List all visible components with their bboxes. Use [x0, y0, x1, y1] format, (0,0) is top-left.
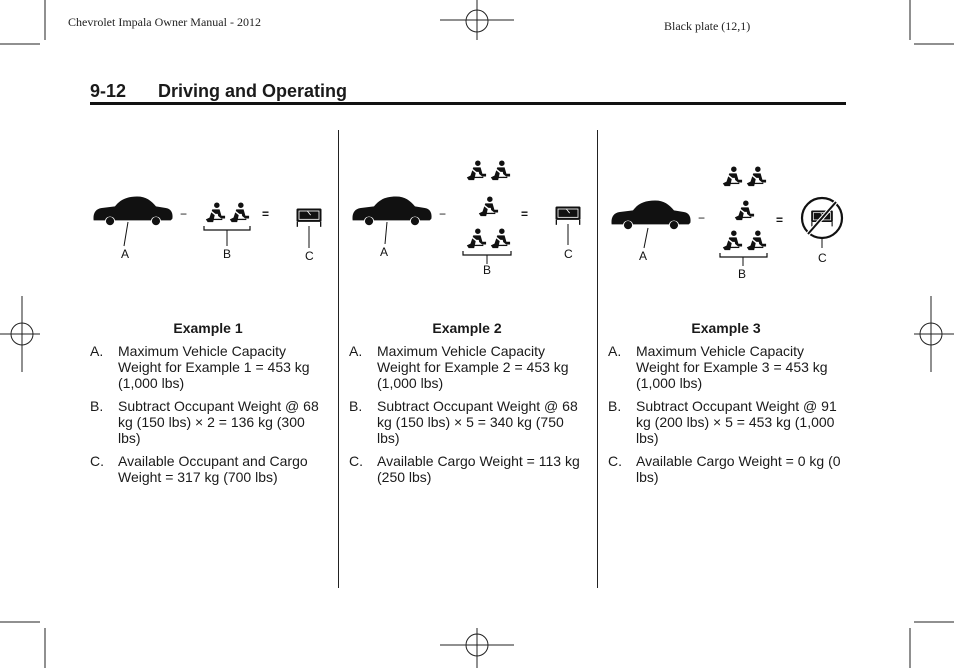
list-item: A.Maximum Vehicle Capacity Weight for Ex…	[349, 343, 569, 391]
seated-occupant-icon	[490, 228, 511, 249]
seated-occupant-icon	[478, 196, 499, 217]
section-title: Driving and Operating	[158, 81, 348, 101]
plate-label: Black plate (12,1)	[664, 19, 751, 33]
minus-sign: −	[439, 207, 446, 221]
seated-occupant-icon	[205, 202, 226, 223]
example-2-text: Example 2 A.Maximum Vehicle Capacity Wei…	[349, 320, 589, 492]
car-silhouette-icon	[352, 196, 432, 226]
list-item: B.Subtract Occupant Weight @ 68 kg (150 …	[349, 398, 578, 446]
seated-occupant-icon	[466, 228, 487, 249]
minus-sign: −	[698, 211, 705, 225]
list-item: C.Available Occupant and Cargo Weight = …	[90, 453, 308, 485]
seated-occupant-icon	[722, 230, 743, 251]
equals-sign: =	[521, 207, 528, 221]
seated-occupant-icon	[229, 202, 250, 223]
luggage-icon	[295, 207, 323, 228]
label-b: B	[483, 263, 491, 277]
car-silhouette-icon	[93, 196, 173, 226]
example-title: Example 3	[691, 320, 761, 336]
label-c: C	[818, 251, 827, 265]
label-c: C	[564, 247, 573, 261]
example-title: Example 2	[432, 320, 502, 336]
list-item: A.Maximum Vehicle Capacity Weight for Ex…	[90, 343, 310, 391]
list-item: B.Subtract Occupant Weight @ 91 kg (200 …	[608, 398, 837, 446]
label-a: A	[121, 247, 129, 261]
list-item: C.Available Cargo Weight = 0 kg (0 lbs)	[608, 453, 841, 485]
no-cargo-icon	[800, 196, 844, 240]
seated-occupant-icon	[746, 230, 767, 251]
list-item: C.Available Cargo Weight = 113 kg (250 l…	[349, 453, 580, 485]
equals-sign: =	[776, 213, 783, 227]
list-item: B.Subtract Occupant Weight @ 68 kg (150 …	[90, 398, 319, 446]
column-divider	[597, 130, 598, 588]
luggage-icon	[554, 205, 582, 226]
example-1-diagram: − = A B C	[93, 196, 323, 263]
equals-sign: =	[262, 207, 269, 221]
list-item: A.Maximum Vehicle Capacity Weight for Ex…	[608, 343, 828, 391]
label-a: A	[380, 245, 388, 259]
seated-occupant-icon	[746, 166, 767, 187]
seated-occupant-icon	[722, 166, 743, 187]
seated-occupant-icon	[734, 200, 755, 221]
label-c: C	[305, 249, 314, 263]
example-3-diagram: − = A B C	[611, 166, 844, 281]
seated-occupant-icon	[466, 160, 487, 181]
example-title: Example 1	[173, 320, 243, 336]
header-rule	[90, 102, 846, 105]
page-number: 9-12	[90, 81, 127, 101]
column-divider	[338, 130, 339, 588]
example-3-text: Example 3 A.Maximum Vehicle Capacity Wei…	[608, 320, 848, 492]
example-1-text: Example 1 A.Maximum Vehicle Capacity Wei…	[90, 320, 330, 492]
minus-sign: −	[180, 207, 187, 221]
manual-title: Chevrolet Impala Owner Manual - 2012	[68, 15, 261, 29]
example-2-diagram: − = A B C	[352, 160, 582, 277]
label-b: B	[223, 247, 231, 261]
seated-occupant-icon	[490, 160, 511, 181]
car-silhouette-icon	[611, 200, 691, 230]
label-a: A	[639, 249, 647, 263]
label-b: B	[738, 267, 746, 281]
